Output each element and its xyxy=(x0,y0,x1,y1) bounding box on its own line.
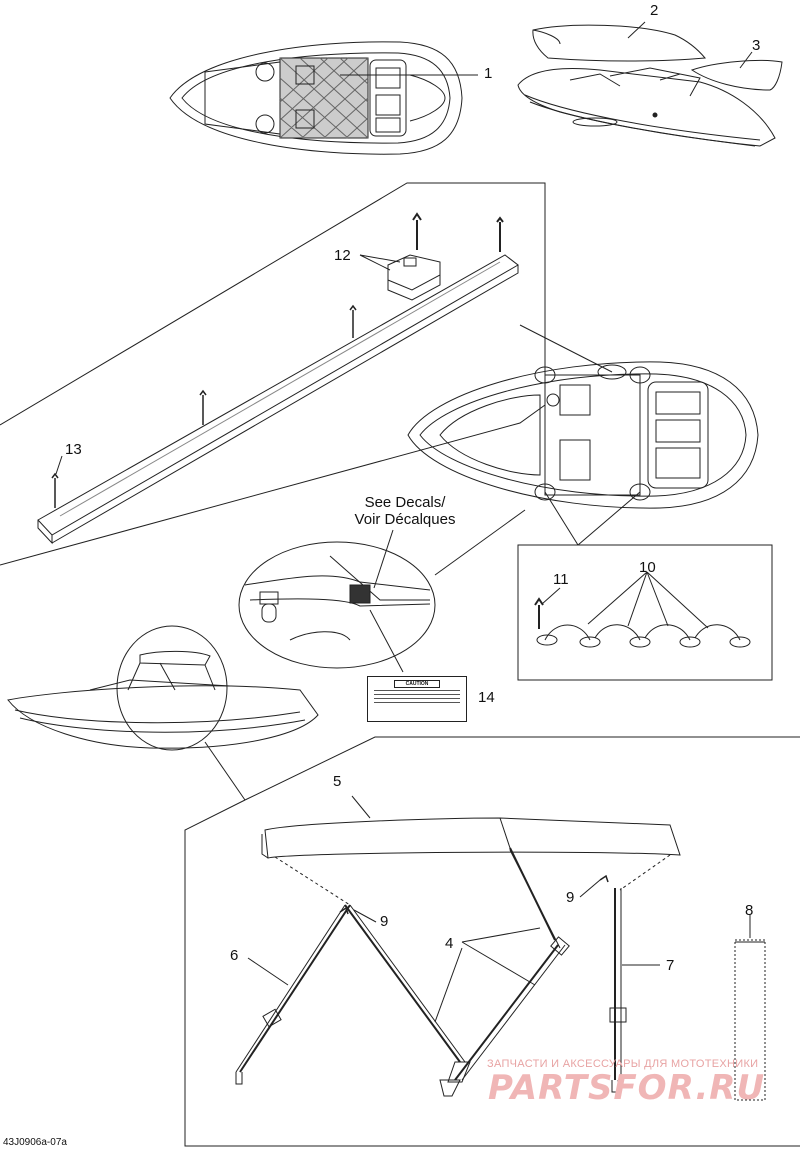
boat-side-view-with-bimini xyxy=(7,625,319,801)
callout-7: 7 xyxy=(666,957,675,974)
callout-12: 12 xyxy=(334,247,351,264)
watermark-logo: PARTSFOR.RU xyxy=(488,1068,766,1108)
rub-rail-panel xyxy=(0,182,546,566)
boat-top-view-middle xyxy=(407,324,759,546)
callout-5: 5 xyxy=(333,773,342,790)
caution-decal: CAUTION xyxy=(367,676,467,722)
callout-10: 10 xyxy=(639,559,656,576)
figure-code: 43J0906a-07a xyxy=(3,1137,67,1148)
boat-top-view-with-mat xyxy=(169,41,478,155)
callout-9-right: 9 xyxy=(566,889,575,906)
callout-2: 2 xyxy=(650,2,659,19)
bimini-top-panel xyxy=(184,736,800,1147)
callout-8: 8 xyxy=(745,902,754,919)
watermark-tagline: ЗАПЧАСТИ И АКСЕССУАРЫ ДЛЯ МОТОТЕХНИКИ xyxy=(487,1058,759,1070)
callout-1: 1 xyxy=(484,65,493,82)
caution-heading: CAUTION xyxy=(394,680,440,688)
callout-9-left: 9 xyxy=(380,913,389,930)
decals-note-line1: See Decals/ xyxy=(364,494,446,511)
callout-14: 14 xyxy=(478,689,495,706)
callout-6: 6 xyxy=(230,947,239,964)
boat-side-view-with-covers xyxy=(517,21,783,147)
decals-note: See Decals/ Voir Décalques xyxy=(345,494,465,528)
decal-location-oval xyxy=(238,509,526,673)
callout-11: 11 xyxy=(553,571,569,588)
callout-3: 3 xyxy=(752,37,761,54)
callout-4: 4 xyxy=(445,935,454,952)
bow-eyes-detail-box xyxy=(517,544,773,681)
decals-note-line2: Voir Décalques xyxy=(354,511,456,528)
callout-13: 13 xyxy=(65,441,82,458)
